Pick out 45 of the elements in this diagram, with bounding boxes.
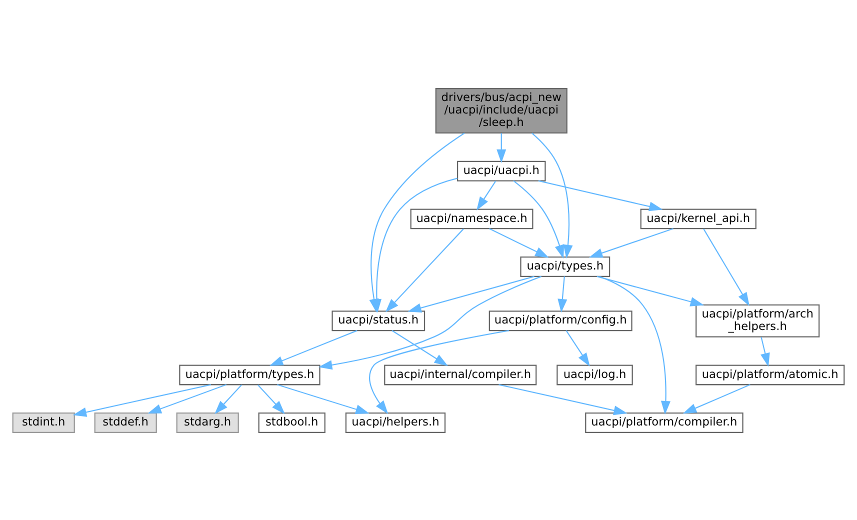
arrow	[703, 228, 750, 306]
node-box: uacpi/platform/atomic.h	[696, 364, 845, 385]
node-box: uacpi/platform/compiler.h	[585, 412, 744, 433]
node-box: stdarg.h	[176, 412, 239, 433]
arrow	[760, 336, 770, 366]
arrow	[318, 275, 542, 370]
arrow	[682, 384, 750, 414]
node-box: uacpi/platform/config.h	[488, 310, 632, 331]
arrow	[588, 228, 674, 258]
arrow	[566, 330, 590, 366]
node-box: stdint.h	[12, 412, 75, 433]
node-box: uacpi/platform/types.h	[179, 364, 320, 385]
arrow	[489, 228, 549, 258]
node-box: uacpi/platform/arch _helpers.h	[696, 304, 820, 337]
arrow	[496, 132, 506, 162]
node-box: uacpi/namespace.h	[410, 208, 534, 229]
arrow	[372, 177, 458, 312]
arrow	[599, 276, 671, 414]
arrow	[214, 384, 242, 414]
node-box: stddef.h	[94, 412, 157, 433]
arrow	[148, 384, 227, 414]
node-box: uacpi/internal/compiler.h	[384, 364, 537, 385]
node-box: uacpi/kernel_api.h	[640, 208, 756, 229]
arrow	[257, 384, 285, 414]
arrow	[385, 228, 464, 312]
arrow	[408, 275, 534, 312]
arrow	[369, 330, 509, 414]
arrow	[392, 330, 448, 366]
arrow	[538, 180, 663, 211]
node-box: drivers/bus/acpi_new /uacpi/include/uacpi /sleep.h	[435, 87, 568, 134]
node-box: uacpi/log.h	[556, 364, 633, 385]
arrow	[72, 384, 212, 416]
node-box: uacpi/helpers.h	[345, 412, 446, 433]
arrow	[476, 180, 496, 210]
arrow	[513, 180, 564, 258]
arrow	[596, 275, 704, 306]
node-box: uacpi/uacpi.h	[456, 160, 546, 181]
arrow	[276, 384, 370, 414]
node-box: stdbool.h	[258, 412, 326, 433]
arrow	[531, 132, 573, 258]
node-box: uacpi/types.h	[520, 256, 610, 276]
node-box: uacpi/status.h	[332, 310, 426, 331]
arrow	[558, 276, 568, 312]
arrow	[269, 330, 358, 366]
arrow	[498, 384, 628, 415]
